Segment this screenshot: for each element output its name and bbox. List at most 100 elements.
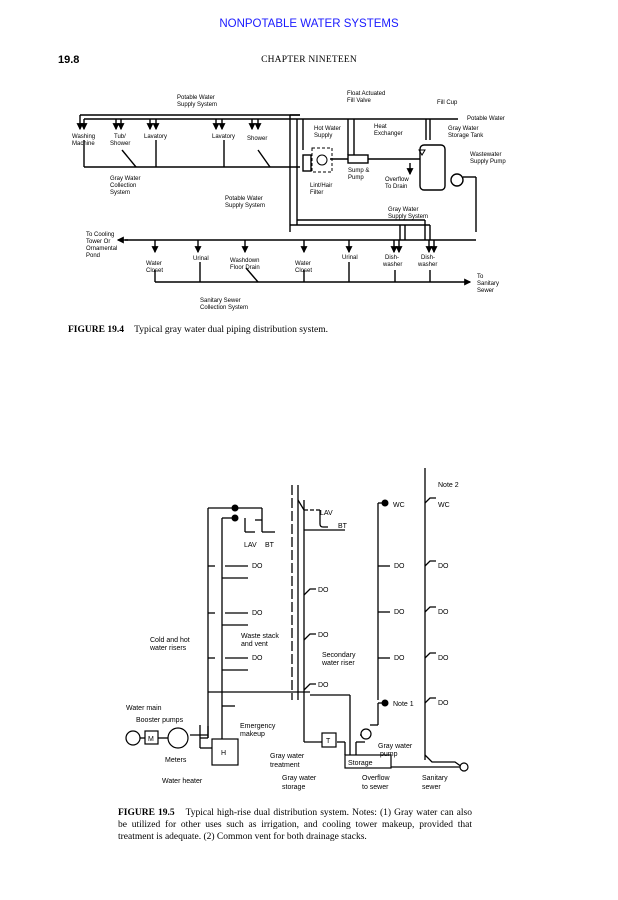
label-overflow-2: To Drain — [385, 184, 407, 190]
label-storage-tank-2: Storage Tank — [448, 133, 484, 139]
label-do: DO — [318, 632, 329, 639]
label-gray-supply: Gray Water — [388, 207, 418, 213]
label-waste-stack-2: and vent — [241, 641, 268, 648]
label-cooling-tower-4: Pond — [86, 253, 100, 259]
page-number: 19.8 — [58, 54, 80, 66]
label-lavatory-1: Lavatory — [144, 134, 167, 140]
label-heat-exchanger: Heat — [374, 124, 387, 130]
label-lint-filter: Lint/Hair — [310, 183, 332, 189]
label-do: DO — [438, 609, 449, 616]
label-gray-collection-3: System — [110, 190, 130, 196]
label-fill-cup: Fill Cup — [437, 100, 458, 106]
label-water-main: Water main — [126, 705, 162, 712]
label-meters: Meters — [165, 757, 187, 764]
riser-lines — [140, 468, 463, 768]
valve-icon — [381, 699, 389, 707]
label-to-sewer-2: Sanitary — [477, 281, 499, 287]
label-to-sewer: To — [477, 274, 484, 280]
label-water-closet-b-2: Closet — [295, 268, 312, 274]
figure-19-4-labels: Potable Water Supply System Float Actuat… — [72, 91, 506, 311]
valve-icon — [231, 504, 239, 512]
storage-box — [344, 754, 392, 769]
label-do: DO — [394, 609, 405, 616]
label-wc-2: WC — [438, 502, 450, 509]
figure-19-4-caption: FIGURE 19.4 Typical gray water dual pipi… — [68, 325, 328, 335]
label-do: DO — [318, 682, 329, 689]
label-storage: Gray water — [282, 775, 317, 782]
label-wastewater-pump-2: Supply Pump — [470, 159, 506, 165]
label-dishwasher-b-2: washer — [417, 262, 437, 268]
fill-cup-icon — [418, 149, 426, 156]
label-overflow: Overflow — [385, 177, 409, 183]
label-gw-pump: Gray water — [378, 743, 413, 750]
label-wc-1: WC — [393, 502, 405, 509]
label-hot-water-2: Supply — [314, 133, 332, 139]
booster-pump-icon — [167, 727, 189, 749]
label-potable-top-2: Supply System — [177, 102, 217, 108]
label-tub-shower-2: Shower — [110, 141, 130, 147]
label-storage-2: storage — [282, 784, 305, 791]
label-gray-collection-2: Collection — [110, 183, 136, 189]
chapter-title: CHAPTER NINETEEN — [261, 55, 357, 65]
label-note1: Note 1 — [393, 701, 414, 708]
label-float-valve: Float Actuated — [347, 91, 385, 97]
label-potable-top: Potable Water — [177, 95, 215, 101]
label-secondary-riser: Secondary — [322, 652, 356, 659]
label-hot-water: Hot Water — [314, 126, 341, 132]
label-bt-top: BT — [338, 523, 348, 530]
label-cooling-tower: To Cooling — [86, 232, 114, 238]
meter-box — [144, 730, 159, 745]
caption-text: Typical high-rise dual distribution syst… — [118, 808, 472, 843]
valve-icons — [231, 499, 389, 707]
label-water-closet-a: Water — [146, 261, 162, 267]
piping-lines — [76, 114, 477, 286]
label-lav-left: LAV — [244, 542, 257, 549]
label-washing-machine-2: Machine — [72, 141, 95, 147]
label-sanitary-2: sewer — [422, 784, 441, 791]
label-gray-collection: Gray Water — [110, 176, 140, 182]
label-tub-shower: Tub/ — [114, 134, 126, 140]
label-cooling-tower-3: Ornamental — [86, 246, 117, 252]
figure-19-5-labels: Note 2 LAV BT LAV BT WC WC DO DO DO DO D… — [126, 482, 459, 791]
label-potable-mid-2: Supply System — [225, 203, 265, 209]
water-main-icon — [125, 730, 141, 746]
label-urinal-a: Urinal — [193, 256, 209, 262]
label-water-closet-b: Water — [295, 261, 311, 267]
sump-pump-box — [311, 147, 333, 173]
gray-water-pump-icon — [360, 728, 372, 740]
label-washing-machine: Washing — [72, 134, 95, 140]
treatment-box — [321, 732, 337, 748]
label-waste-stack: Waste stack — [241, 633, 279, 640]
treatment-box-label: T — [326, 738, 331, 745]
label-water-heater: Water heater — [162, 778, 203, 785]
label-lint-filter-2: Filter — [310, 190, 323, 196]
label-secondary-riser-2: water riser — [321, 660, 355, 667]
equipment — [125, 727, 469, 772]
label-urinal-b: Urinal — [342, 255, 358, 261]
label-to-sewer-3: Sewer — [477, 288, 494, 294]
running-head: NONPOTABLE WATER SYSTEMS — [219, 18, 399, 30]
label-treatment-2: treatment — [270, 762, 300, 769]
label-potable-water: Potable Water — [467, 116, 505, 122]
label-floor-drain-2: Floor Drain — [230, 265, 260, 271]
caption-text: Typical gray water dual piping distribut… — [134, 325, 328, 335]
label-sump-pump-2: Pump — [348, 175, 364, 181]
water-heater-box — [211, 738, 239, 766]
valve-icon — [381, 499, 389, 507]
sump-pump-icon — [316, 154, 328, 166]
label-emergency-2: makeup — [240, 731, 265, 738]
label-gray-supply-2: Supply System — [388, 214, 428, 220]
label-float-valve-2: Fill Valve — [347, 98, 372, 104]
label-emergency: Emergency — [240, 723, 276, 730]
label-do: DO — [252, 655, 263, 662]
label-do: DO — [394, 655, 405, 662]
label-risers-2: water risers — [149, 645, 187, 652]
label-risers: Cold and hot — [150, 637, 190, 644]
label-do: DO — [252, 563, 263, 570]
label-heat-exchanger-2: Exchanger — [374, 131, 403, 137]
label-do: DO — [438, 655, 449, 662]
figure-19-5-caption: FIGURE 19.5 Typical high-rise dual distr… — [118, 807, 472, 844]
label-sewer-collection: Sanitary Sewer — [200, 298, 241, 304]
label-do: DO — [438, 563, 449, 570]
